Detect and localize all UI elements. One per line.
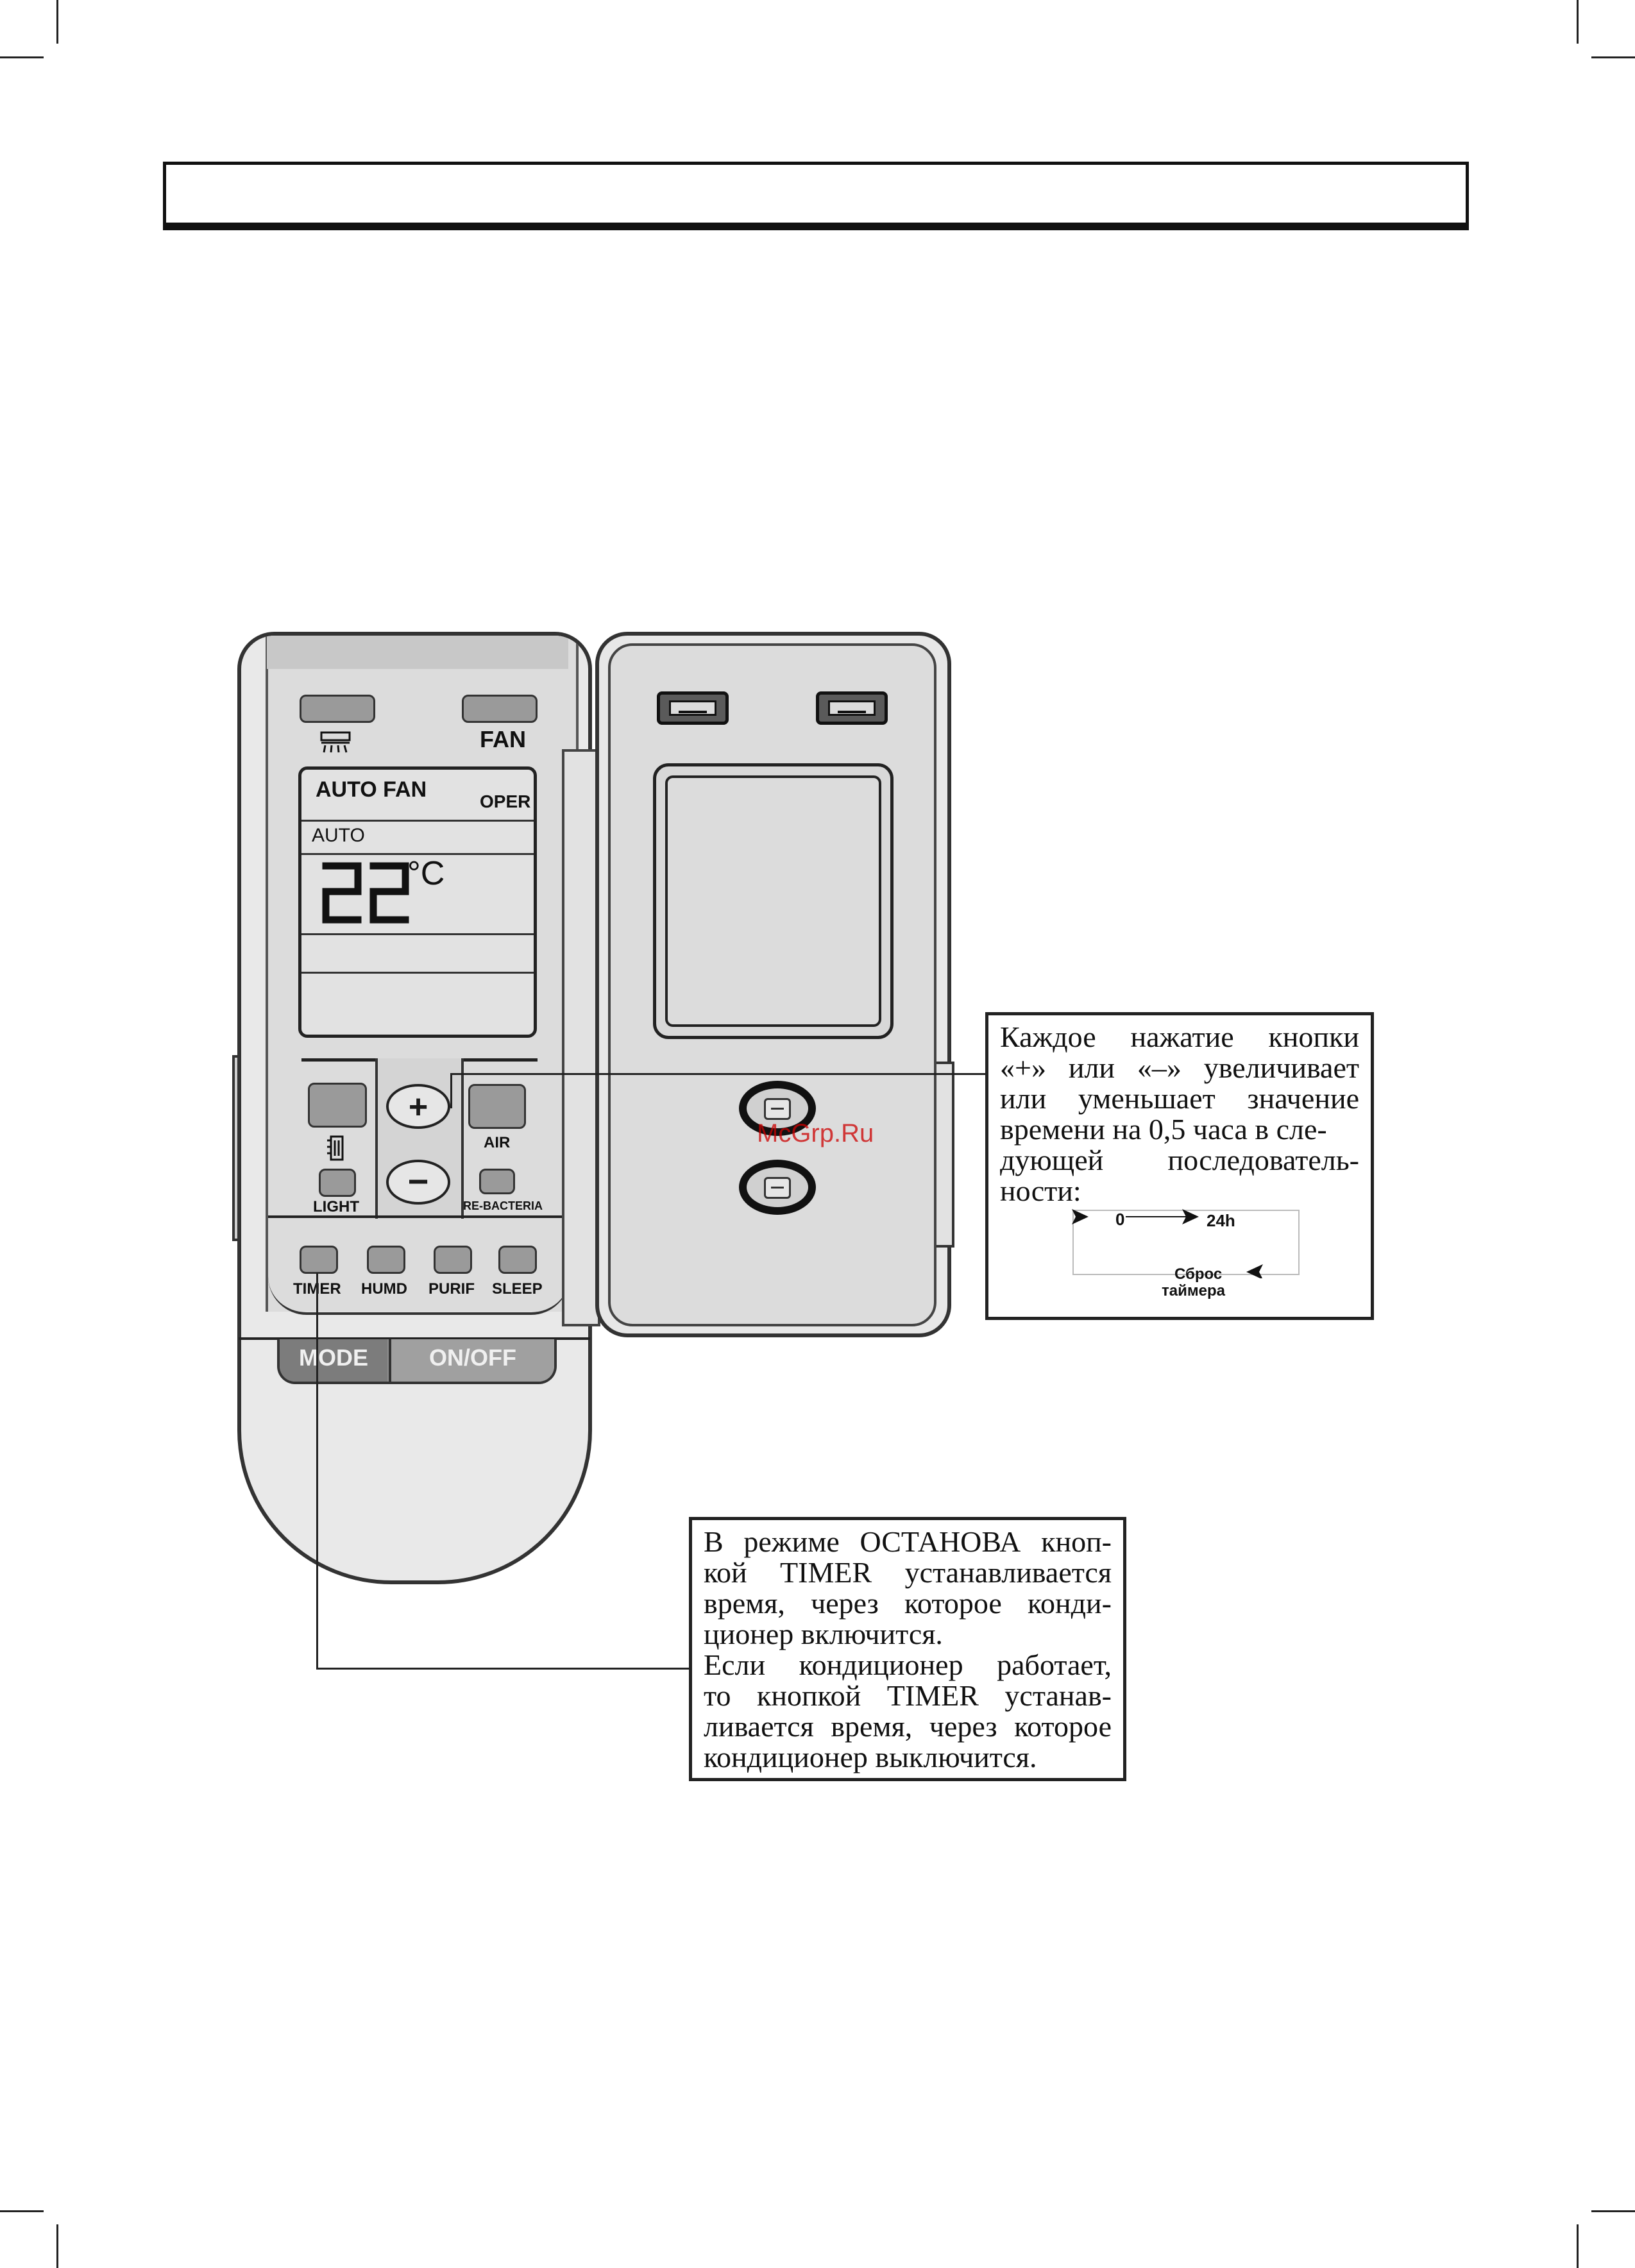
lcd-temperature-digits (321, 861, 417, 925)
crop-mark (1591, 2210, 1635, 2212)
crop-mark (1591, 56, 1635, 58)
swing-icon (319, 731, 352, 754)
note-line: кондиционер выключится. (704, 1741, 1037, 1773)
note-timer: В режиме ОСТАНОВА кноп- кой TIMER устана… (689, 1517, 1126, 1781)
callout-line-increment-drop (450, 1073, 452, 1108)
cycle-end: 24h (1207, 1211, 1235, 1230)
note-line: ционер включится. (704, 1618, 943, 1650)
purif-button[interactable] (434, 1246, 472, 1274)
crop-mark (1577, 2224, 1579, 2268)
timer-cycle-diagram: 0 24h Сброс таймера (1072, 1208, 1309, 1299)
note-line: то кнопкой TIMER устанав- (704, 1679, 1112, 1712)
lcd-unit: °C (407, 855, 445, 892)
air-button[interactable] (468, 1084, 526, 1129)
air-label: AIR (484, 1134, 511, 1151)
note-increment: Каждое нажатие кнопки «+» или «–» увелич… (985, 1012, 1374, 1320)
crop-mark (1577, 0, 1579, 44)
cover-side-tab (936, 1062, 954, 1248)
timer-button[interactable] (300, 1246, 338, 1274)
cover-window (653, 763, 894, 1039)
callout-line-timer (316, 1273, 318, 1670)
button-tray-curve (268, 1219, 570, 1315)
fan-button[interactable] (462, 695, 538, 723)
bottom-row-divider (268, 1215, 570, 1218)
sleep-button[interactable] (498, 1246, 537, 1274)
lcd-mode-text: AUTO FAN (316, 777, 427, 802)
re-bacteria-button[interactable] (479, 1169, 515, 1194)
cover-plus-button-highlight[interactable] (739, 1081, 816, 1136)
plus-button[interactable]: + (386, 1084, 450, 1129)
note-line: кой TIMER устанавливается (704, 1556, 1112, 1589)
cover-button-right[interactable] (816, 691, 888, 725)
note-line: Каждое нажатие кнопки (1000, 1020, 1359, 1053)
light-button[interactable] (308, 1083, 367, 1128)
note-line: ливается время, через которое (704, 1710, 1112, 1743)
minus-button[interactable]: − (386, 1160, 450, 1205)
note-line: дующей последователь- (1000, 1144, 1359, 1176)
note-line: время, через которое конди- (704, 1587, 1112, 1620)
light-label: LIGHT (313, 1198, 359, 1215)
watermark: McGrp.Ru (757, 1119, 874, 1147)
callout-line-increment (450, 1073, 988, 1075)
re-bacteria-label: RE-BACTERIA (463, 1199, 543, 1212)
remote-top-band (267, 636, 568, 669)
light-small-button[interactable] (319, 1169, 356, 1197)
minus-icon: − (407, 1161, 429, 1201)
note-line: или уменьшает значение (1000, 1082, 1359, 1115)
humd-button[interactable] (367, 1246, 405, 1274)
cycle-reset-line1: Сброс (1174, 1265, 1223, 1283)
swing-button[interactable] (300, 695, 375, 723)
crop-mark (0, 2210, 44, 2212)
callout-line-timer-horizontal (316, 1668, 691, 1670)
lcd-auto-text: AUTO (312, 825, 365, 846)
lcd-oper-text: OPER (480, 791, 531, 811)
cover-minus-button-highlight[interactable] (739, 1160, 816, 1215)
cycle-start: 0 (1115, 1210, 1125, 1229)
plus-icon: + (408, 1088, 428, 1126)
lcd-divider (301, 972, 534, 974)
fan-label: FAN (480, 726, 526, 752)
lcd-display: AUTO FAN OPER AUTO 22 °C (298, 766, 537, 1038)
lcd-divider (301, 933, 534, 935)
lcd-divider (301, 820, 534, 822)
lower-divider (239, 1337, 590, 1340)
humd-label: HUMD (361, 1280, 407, 1298)
note-line: В режиме ОСТАНОВА кноп- (704, 1525, 1112, 1558)
section-header-box (163, 162, 1469, 230)
note-line: ности: (1000, 1174, 1081, 1207)
onoff-label: ON/OFF (429, 1344, 516, 1371)
crop-mark (56, 2224, 58, 2268)
mode-button[interactable]: MODE (280, 1339, 387, 1382)
note-line: Если кондиционер работает, (704, 1648, 1112, 1681)
light-icon (326, 1134, 348, 1162)
note-line: «+» или «–» увеличивает (1000, 1051, 1359, 1084)
crop-mark (56, 0, 58, 44)
cycle-arrows (1072, 1209, 1300, 1280)
lcd-divider (301, 853, 534, 855)
purif-label: PURIF (428, 1280, 475, 1298)
note-line: времени на 0,5 часа в сле- (1000, 1113, 1327, 1146)
cycle-reset-line2: таймера (1162, 1282, 1225, 1299)
cover-hinge (562, 749, 600, 1326)
onoff-button[interactable]: ON/OFF (389, 1339, 554, 1382)
cover-button-left[interactable] (657, 691, 729, 725)
mode-label: MODE (299, 1344, 368, 1371)
crop-mark (0, 56, 44, 58)
